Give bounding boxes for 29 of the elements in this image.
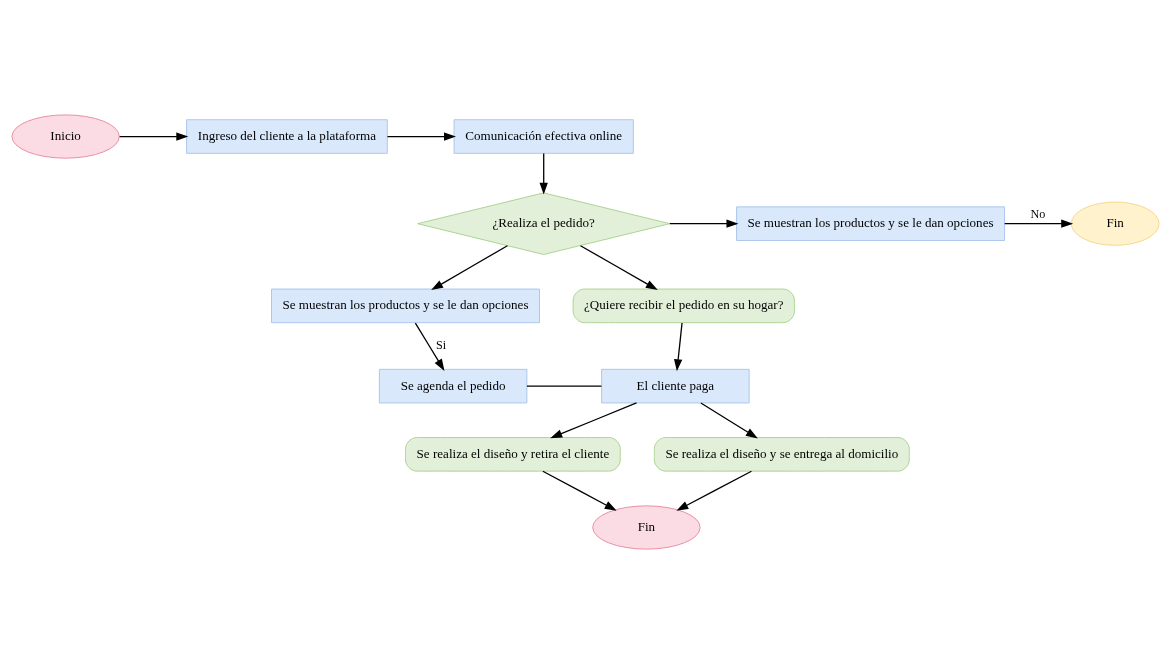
edge-label: Si [435,337,447,352]
edge-label: No [1030,206,1046,221]
arrow [542,470,617,511]
node-box: Se muestran los productos y se le dan opciones [271,288,540,323]
arrow [431,244,509,290]
arrow [1004,219,1074,228]
node-diamond: ¿Realiza el pedido? [417,191,671,255]
arrow [414,321,445,371]
arrow [676,470,753,511]
node-box: Se muestran los productos y se le dan opciones [736,205,1005,241]
arrow [539,152,548,195]
node-box: Se agenda el pedido [378,368,528,403]
arrow [674,321,683,371]
node-box: Comunicación efectiva online [453,118,634,154]
node-box: Ingreso del cliente a la plataforma [186,118,388,154]
node-ellipse: Fin [592,504,701,550]
arrow [669,219,739,228]
arrow [550,401,638,438]
node-ellipse: Inicio [11,113,120,159]
arrow [579,244,658,290]
connector [526,385,603,387]
arrow [386,131,456,141]
node-box: Se realiza el diseño y retira el cliente [405,436,621,472]
node-box: Se realiza el diseño y se entrega al domicilio [653,436,910,472]
node-box: ¿Quiere recibir el pedido en su hogar? [572,288,795,323]
arrow [119,131,189,141]
arrow [700,401,758,438]
node-box: El cliente paga [601,368,750,403]
node-ellipse: Fin [1070,201,1160,246]
